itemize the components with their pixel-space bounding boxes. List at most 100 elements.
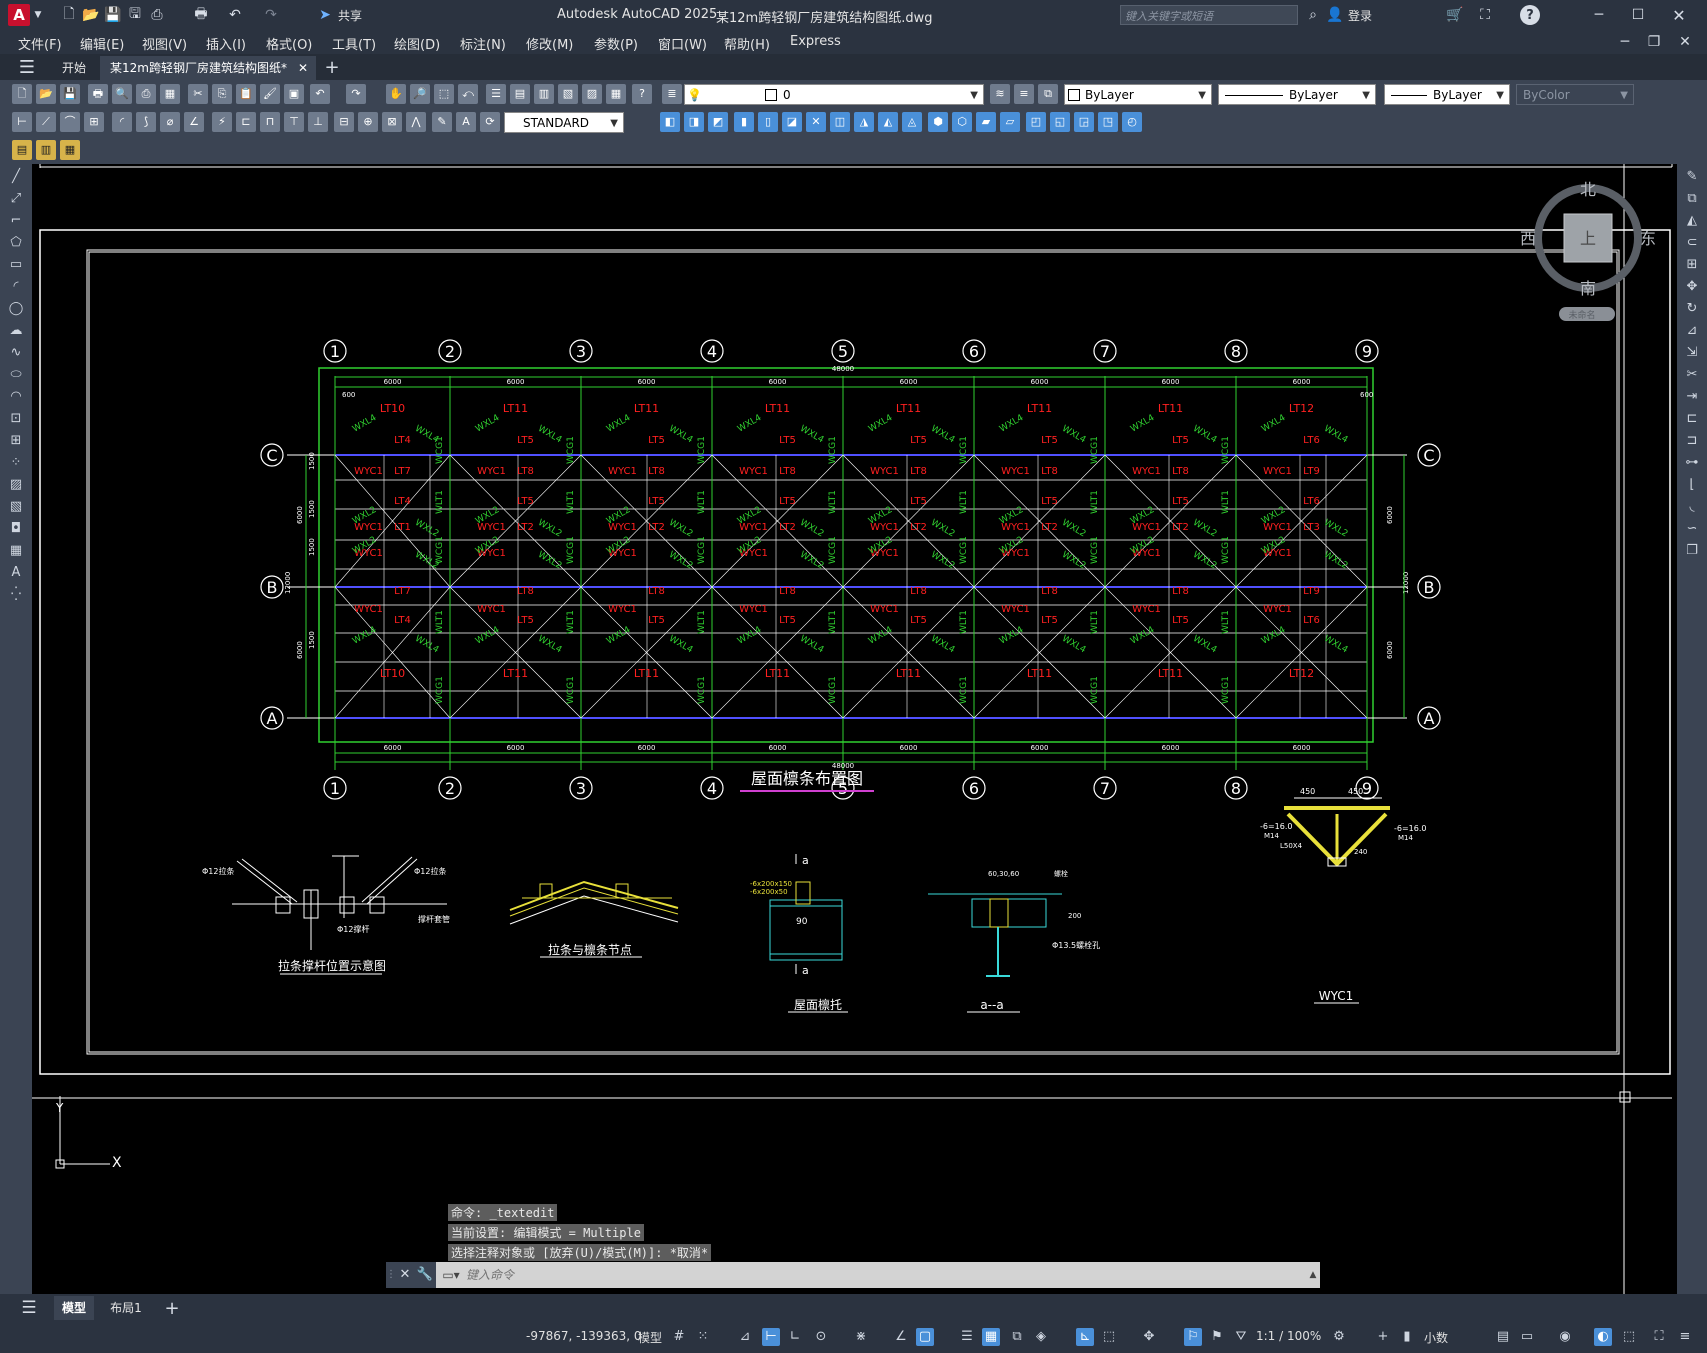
zoom-previous-icon[interactable]: ⤺ (458, 84, 478, 104)
dim-edit-icon[interactable]: ✎ (432, 112, 452, 132)
command-input[interactable] (466, 1263, 1306, 1287)
presspull-icon[interactable]: ▯ (758, 112, 778, 132)
tab-model[interactable]: 模型 (54, 1296, 94, 1320)
layout-list-icon[interactable]: ☰ (21, 1298, 37, 1318)
menu-format[interactable]: 格式(O) (266, 38, 313, 53)
app-menu-dropdown-icon[interactable]: ▼ (34, 10, 42, 20)
offset-edge-icon[interactable]: ▱ (1000, 112, 1020, 132)
extract-edges-icon[interactable]: ▰ (976, 112, 996, 132)
autodesk-a360-icon[interactable]: ⛶ (1480, 7, 1490, 23)
region-icon[interactable]: ◘ (10, 521, 22, 536)
shell-icon[interactable]: ⬢ (928, 112, 948, 132)
thicken-icon[interactable]: ◮ (854, 112, 874, 132)
publish-icon[interactable]: ⎙ (151, 7, 163, 23)
quick-properties-icon[interactable]: ▤ (1496, 1329, 1510, 1344)
grid-icon[interactable]: # (673, 1329, 685, 1344)
check-icon[interactable]: ⬡ (952, 112, 972, 132)
menu-view[interactable]: 视图(V) (142, 38, 188, 53)
ellipse-arc-icon[interactable]: ◠ (10, 389, 22, 404)
continue-dim-icon[interactable]: ⊓ (260, 112, 280, 132)
circle-icon[interactable]: ◯ (8, 301, 24, 316)
open-icon[interactable]: 📂 (36, 84, 56, 104)
union-icon[interactable]: ◨ (684, 112, 704, 132)
autocad-logo-icon[interactable]: A (8, 4, 30, 26)
table-icon[interactable]: ▦ (9, 543, 23, 558)
model-space-button[interactable]: 模型 (638, 1331, 663, 1345)
help-icon[interactable]: ? (1520, 5, 1540, 25)
mtext-icon[interactable]: A (11, 565, 21, 580)
layer-properties-icon[interactable]: ≣ (662, 84, 682, 104)
annotation-visibility-icon[interactable]: ⚐ (1184, 1328, 1202, 1346)
menu-window[interactable]: 窗口(W) (658, 38, 707, 53)
plot-tb-icon[interactable]: 🖶 (88, 84, 108, 104)
revcloud-icon[interactable]: ☁ (9, 323, 23, 338)
menu-tools[interactable]: 工具(T) (332, 38, 377, 53)
new-tab-icon[interactable]: + (324, 56, 340, 78)
tab-document[interactable]: 某12m跨轻钢厂房建筑结构图纸* ✕ (100, 56, 316, 80)
break-dim-icon[interactable]: ⊥ (308, 112, 328, 132)
customize-icon[interactable]: ≡ (1679, 1329, 1691, 1344)
cmd-grip-icon[interactable]: ⋮ (386, 1262, 396, 1288)
interfere-icon[interactable]: ✕ (806, 112, 826, 132)
chamfer-edge-icon[interactable]: ◱ (1050, 112, 1070, 132)
annotation-monitor-icon[interactable]: + (1377, 1329, 1389, 1344)
help-tb-icon[interactable]: ? (632, 84, 652, 104)
layer-match-icon[interactable]: ≡ (1014, 84, 1034, 104)
open-file-icon[interactable]: 📂 (82, 7, 100, 23)
plot-icon[interactable]: 🖶 (194, 6, 208, 22)
fillet-icon[interactable]: ◟ (1689, 499, 1695, 514)
dynamic-input-icon[interactable]: ⊢ (762, 1328, 780, 1346)
search-box[interactable]: 键入关键字或短语 (1120, 5, 1298, 25)
gizmo-icon[interactable]: ✥ (1143, 1329, 1155, 1344)
sheet-set-icon[interactable]: ▧ (558, 84, 578, 104)
offset-icon[interactable]: ⊂ (1686, 235, 1698, 250)
cmd-expand-icon[interactable]: ▲ (1309, 1270, 1317, 1280)
undo-tb-icon[interactable]: ↶ (310, 84, 330, 104)
viewcube-north[interactable]: 北 (1580, 180, 1596, 199)
doc-minimize-icon[interactable]: ─ (1620, 34, 1630, 50)
explode-icon[interactable]: ❐ (1686, 543, 1698, 558)
new-file-icon[interactable]: 🗋 (63, 6, 75, 22)
new-icon[interactable]: 🗋 (12, 84, 32, 104)
block-editor-icon[interactable]: ▣ (284, 84, 304, 104)
linear-dim-icon[interactable]: ⊢ (12, 112, 32, 132)
cmd-prompt-icon[interactable]: ▭▾ (442, 1268, 460, 1282)
quick-dim-icon[interactable]: ⚡ (212, 112, 232, 132)
center-mark-icon[interactable]: ⊕ (358, 112, 378, 132)
jogged-dim-icon[interactable]: ⟆ (136, 112, 156, 132)
cmd-close-icon[interactable]: ✕ (396, 1262, 414, 1288)
block-define-icon[interactable]: ▥ (36, 140, 56, 160)
viewcube-ucs-menu[interactable]: 未命名 (1568, 309, 1595, 321)
annotation-scale[interactable]: 1:1 / 100% (1256, 1329, 1322, 1343)
subtract-icon[interactable]: ◩ (708, 112, 728, 132)
color-faces-icon[interactable]: ◳ (1098, 112, 1118, 132)
3d-print-icon[interactable]: ▦ (160, 84, 180, 104)
lock-ui-icon[interactable]: ▭ (1520, 1329, 1534, 1344)
properties-icon[interactable]: ☰ (486, 84, 506, 104)
xline-icon[interactable]: ⤢ (10, 191, 22, 206)
redo-tb-icon[interactable]: ↷ (346, 84, 366, 104)
snap-mode-icon[interactable]: ⁙ (697, 1329, 709, 1344)
menu-modify[interactable]: 修改(M) (526, 38, 574, 53)
layer-select[interactable]: 💡 0 ▼ (684, 84, 984, 105)
viewcube-west[interactable]: 西 (1520, 229, 1536, 248)
save-as-icon[interactable]: 🖫 (129, 6, 141, 22)
units-select[interactable]: 小数 (1424, 1331, 1449, 1345)
scale-icon[interactable]: ⊿ (1686, 323, 1698, 338)
doc-close-icon[interactable]: ✕ (1679, 34, 1691, 50)
aligned-dim-icon[interactable]: ⟋ (36, 112, 56, 132)
menu-insert[interactable]: 插入(I) (206, 38, 246, 53)
space-dim-icon[interactable]: ⊤ (284, 112, 304, 132)
share-icon[interactable]: ➤ (319, 7, 331, 23)
join-icon[interactable]: ⊶ (1685, 455, 1699, 470)
dim-text-edit-icon[interactable]: A (456, 112, 476, 132)
user-icon[interactable]: 👤 (1326, 7, 1344, 23)
rectangle-icon[interactable]: ▭ (9, 257, 23, 272)
extrude-icon[interactable]: ▮ (734, 112, 754, 132)
radius-dim-icon[interactable]: ◜ (112, 112, 132, 132)
plotstyle-select[interactable]: ByColor ▼ (1516, 84, 1634, 105)
rotate-icon[interactable]: ↻ (1686, 301, 1698, 316)
tab-close-icon[interactable]: ✕ (297, 61, 308, 75)
clean-screen-icon[interactable]: ⬚ (1622, 1329, 1636, 1344)
viewcube-south[interactable]: 南 (1580, 279, 1596, 298)
